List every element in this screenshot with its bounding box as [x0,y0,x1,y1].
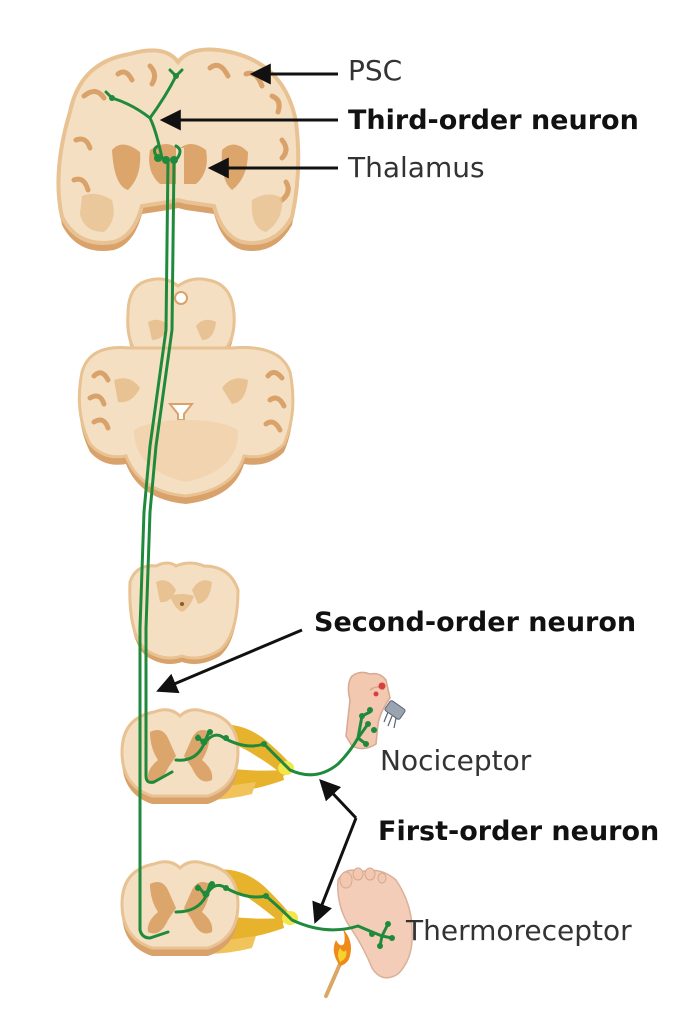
ascending-tract-2 [144,158,176,784]
ascending-tract-1 [138,158,170,940]
pons-cerebellum-section [77,346,295,504]
label-second-order-neuron: Second-order neuron [314,607,636,638]
arrow-first-order-neuron-up [319,778,358,820]
label-psc: PSC [348,54,402,87]
flame-match-icon [324,928,351,998]
pin-icon [383,700,406,729]
label-thalamus: Thalamus [347,151,485,184]
brain-coronal-section [56,47,301,251]
synapse-dots [109,73,395,949]
label-nociceptor: Nociceptor [380,744,532,777]
third-order-neuron-axon [104,68,184,160]
arrow-first-order-neuron-down [312,817,358,924]
annotation-arrows [156,63,358,924]
arrow-second-order-neuron [156,628,303,694]
label-thermoreceptor: Thermoreceptor [405,914,632,947]
medulla-section [128,561,240,664]
label-third-order-neuron: Third-order neuron [348,105,639,136]
label-first-order-neuron: First-order neuron [378,816,659,847]
spinal-cord-section-lower [120,860,298,956]
spinal-cord-section-upper [120,708,294,804]
foot-icon [337,867,413,979]
